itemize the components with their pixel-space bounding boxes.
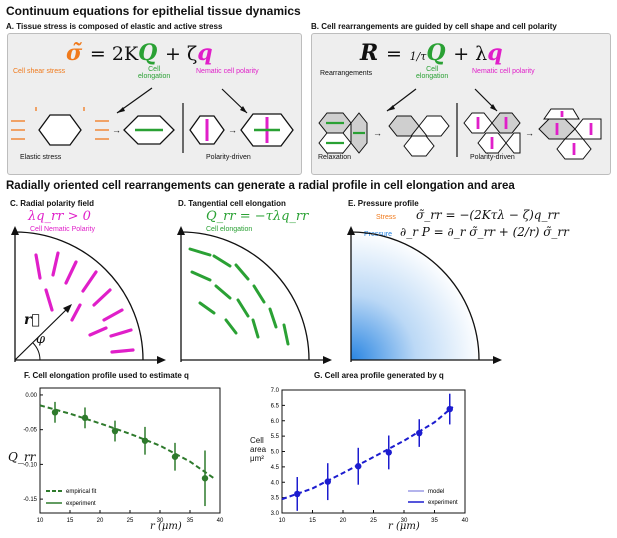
chart-g-xtick-label: 40 <box>462 518 469 524</box>
panel-c-title: C. Radial polarity field <box>10 199 95 208</box>
chart-f-xlabel: r (μm) <box>150 521 182 532</box>
panel-d-title: D. Tangential cell elongation <box>178 199 286 208</box>
chart-f-legend-fit-label: empirical fit <box>66 489 97 495</box>
chart-g-legend-exp-label: experiment <box>428 500 458 506</box>
panel-a-box <box>7 33 302 175</box>
svg-text:→: → <box>373 128 382 138</box>
chart-f-xtick-label: 20 <box>97 518 104 524</box>
chart-g-ytick-label: 3.0 <box>271 511 280 517</box>
chart-g-ylabel: Cell area μm² <box>250 436 267 463</box>
chart-g-ytick-label: 5.0 <box>271 450 280 456</box>
panel-a-diagram: → → <box>11 87 294 153</box>
chart-g-ytick-label: 7.0 <box>271 388 280 394</box>
svg-text:→: → <box>525 128 534 138</box>
chart-g-ytick-label: 4.5 <box>271 465 280 471</box>
chart-g-ytick-label: 3.5 <box>271 496 280 502</box>
label-relaxation: Relaxation <box>318 154 352 161</box>
label-polarity-driven-b: Polarity-driven <box>470 154 515 161</box>
panel-a-equation: σ̃ = 2KQ + ζq <box>66 40 213 66</box>
chart-f-title: F. Cell elongation profile used to estim… <box>24 371 189 380</box>
panel-e-title: E. Pressure profile <box>348 199 419 208</box>
svg-text:→: → <box>228 125 237 135</box>
page-title: Continuum equations for epithelial tissu… <box>6 4 301 18</box>
chart-f-ytick-label: 0.00 <box>25 393 37 399</box>
label-nematic-polarity-b: Nematic cell polarity <box>472 68 535 75</box>
chart-f-ytick-label: -0.15 <box>23 497 37 503</box>
panel-d-equation: Q_rr = −τλq_rr <box>206 209 309 224</box>
chart-f-ytick-label: -0.10 <box>23 462 37 468</box>
chart-g-xtick-label: 35 <box>431 518 438 524</box>
label-cell-nematic-polarity: Cell Nematic Polarity <box>30 226 95 233</box>
chart-f-xtick-label: 30 <box>157 518 164 524</box>
panel-b-equation: R = 1/τQ + λq <box>360 40 503 66</box>
chart-f-frame <box>39 387 221 514</box>
label-cell-elongation-d: Cell elongation <box>206 226 253 233</box>
label-elastic-stress: Elastic stress <box>20 154 62 161</box>
chart-f-xtick-label: 15 <box>67 518 74 524</box>
pressure-equation: ∂_r P = ∂_r σ̃_rr + (2/r) σ̃_rr <box>400 225 569 239</box>
panel-b-title: B. Cell rearrangements are guided by cel… <box>311 22 557 31</box>
chart-f-xtick-label: 40 <box>217 518 224 524</box>
label-cell-elongation-b: Cell elongation <box>416 66 449 80</box>
label-nematic-polarity-a: Nematic cell polarity <box>196 68 259 75</box>
chart-g-data-point <box>355 463 362 470</box>
section-2-title: Radially oriented cell rearrangements ca… <box>6 180 515 192</box>
chart-f-ytick-label: -0.05 <box>23 428 37 434</box>
chart-g-xtick-label: 10 <box>279 518 286 524</box>
r-vector-label: r⃗ <box>24 312 40 328</box>
chart-g-ytick-label: 4.0 <box>271 480 280 486</box>
phi-label: φ <box>36 332 46 347</box>
chart-g-xtick-label: 15 <box>309 518 316 524</box>
chart-g-xtick-label: 25 <box>370 518 377 524</box>
chart-g-ytick-label: 6.5 <box>271 403 280 409</box>
chart-g-xtick-label: 20 <box>340 518 347 524</box>
chart-g-frame <box>281 389 466 514</box>
chart-f-xtick-label: 35 <box>187 518 194 524</box>
chart-g-ytick-label: 5.5 <box>271 434 280 440</box>
panel-c-equation: λq_rr > 0 <box>28 209 91 224</box>
chart-f-legend-exp-label: experiment <box>66 501 96 507</box>
svg-text:→: → <box>112 125 121 135</box>
panel-a-title: A. Tissue stress is composed of elastic … <box>6 22 223 31</box>
label-stress: Stress <box>376 214 396 221</box>
label-polarity-driven-a: Polarity-driven <box>206 154 251 161</box>
label-rearrangements: Rearrangements <box>320 70 373 77</box>
chart-g-legend-model-label: model <box>428 489 444 495</box>
panel-b-diagram: → → <box>318 88 602 160</box>
chart-g-title: G. Cell area profile generated by q <box>314 371 444 380</box>
chart-f-xtick-label: 25 <box>127 518 134 524</box>
chart-g-xtick-label: 30 <box>401 518 408 524</box>
chart-g-fit-line <box>281 406 454 501</box>
chart-f-fit-line <box>39 404 215 480</box>
chart-f-ylabel: Q_rr <box>8 450 36 464</box>
chart-f-xtick-label: 10 <box>37 518 44 524</box>
label-cell-elongation-a: Cell elongation <box>138 66 171 80</box>
stress-equation: σ̃_rr = −(2Kτλ − ζ)q_rr <box>416 208 559 222</box>
chart-g-xlabel: r (μm) <box>388 521 420 532</box>
chart-f-data-point <box>201 475 209 482</box>
label-cell-shear-stress: Cell shear stress <box>13 68 66 75</box>
chart-g-ytick-label: 6.0 <box>271 419 280 425</box>
